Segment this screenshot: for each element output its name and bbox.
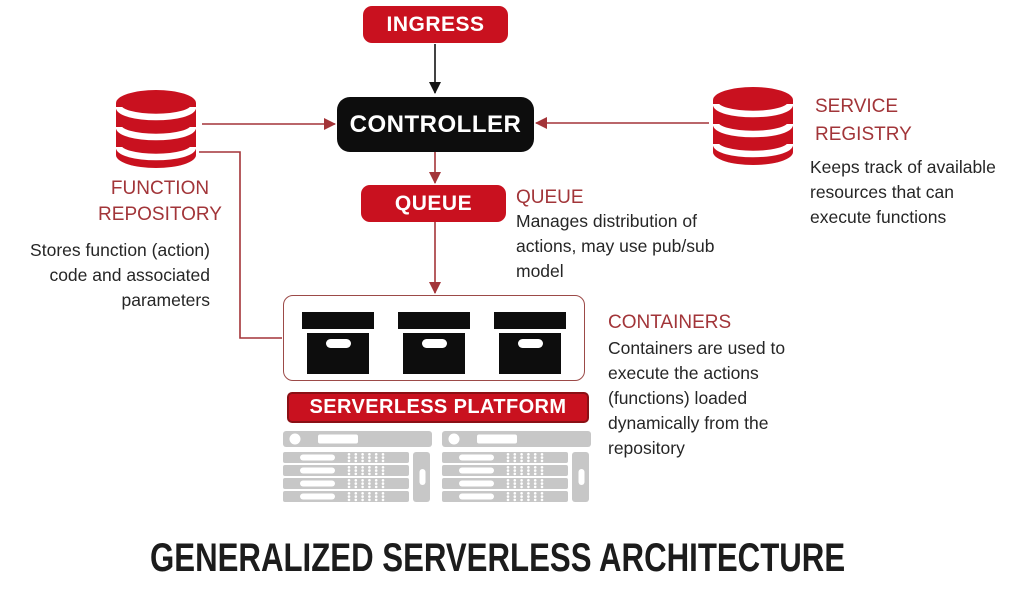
function-repository-description: Stores function (action) code and associ… [30,240,210,310]
service-registry-title: SERVICE REGISTRY [815,96,912,145]
container-box-icon [494,312,566,374]
containers-group-box [283,295,585,381]
queue-title: QUEUE [516,187,584,208]
ingress-node: INGRESS [363,6,508,43]
container-box-icon [302,312,374,374]
server-rack-icons [283,431,593,506]
containers-title: CONTAINERS [608,312,732,333]
diagram-title: GENERALIZED SERVERLESS ARCHITECTURE [150,536,846,580]
serverless-platform-banner: SERVERLESS PLATFORM [287,392,589,423]
container-box-icon [398,312,470,374]
function-repository-database-icon [115,90,197,168]
function-repository-to-containers-connector [199,151,282,339]
service-registry-description: Keeps track of available resources that … [810,157,996,227]
queue-description: Manages distribution of actions, may use… [516,211,715,281]
controller-node: CONTROLLER [337,97,534,152]
containers-description: Containers are used to execute the actio… [608,338,786,458]
function-repository-title: FUNCTION REPOSITORY [98,178,222,225]
service-registry-database-icon [712,87,794,165]
queue-node: QUEUE [361,185,506,222]
